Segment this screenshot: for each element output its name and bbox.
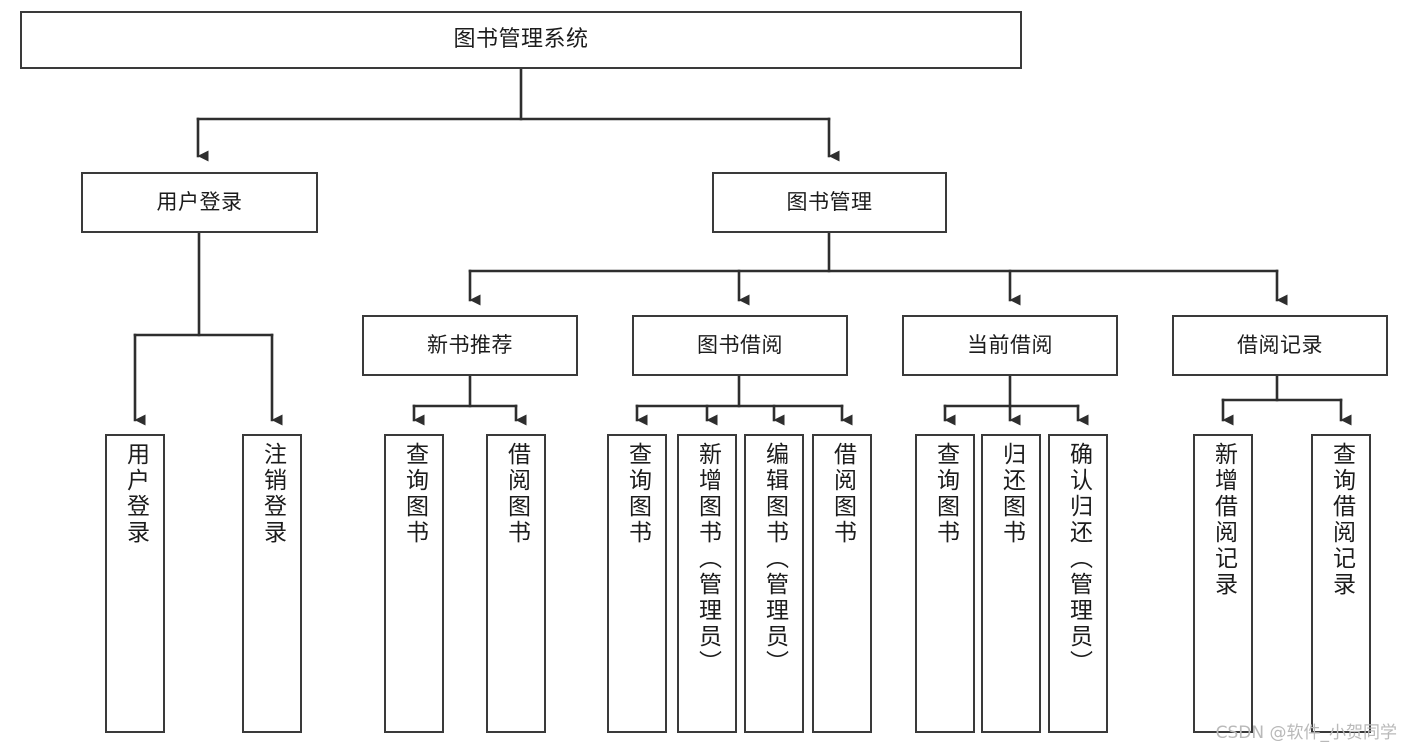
node-leaf-query-record-label: 查询借阅记录 bbox=[1328, 442, 1355, 598]
node-leaf-add-record[interactable]: 新增借阅记录 bbox=[1193, 434, 1253, 733]
node-leaf-add-book[interactable]: 新增图书（管理员） bbox=[677, 434, 737, 733]
node-leaf-query-book-2-label: 查询图书 bbox=[624, 442, 651, 546]
node-root[interactable]: 图书管理系统 bbox=[20, 11, 1022, 69]
node-book-management[interactable]: 图书管理 bbox=[712, 172, 947, 233]
node-book-management-label: 图书管理 bbox=[786, 190, 873, 215]
node-root-label: 图书管理系统 bbox=[453, 27, 589, 53]
node-leaf-borrow-book-1[interactable]: 借阅图书 bbox=[486, 434, 546, 733]
node-leaf-query-book-1-label: 查询图书 bbox=[401, 442, 428, 546]
node-leaf-query-book-2[interactable]: 查询图书 bbox=[607, 434, 667, 733]
node-leaf-query-book-1[interactable]: 查询图书 bbox=[384, 434, 444, 733]
watermark-text: CSDN @软件_小贺同学 bbox=[1215, 723, 1397, 743]
node-leaf-user-login[interactable]: 用户登录 bbox=[105, 434, 165, 733]
node-book-borrow[interactable]: 图书借阅 bbox=[632, 315, 848, 376]
node-leaf-edit-book[interactable]: 编辑图书（管理员） bbox=[744, 434, 804, 733]
node-leaf-borrow-book-1-label: 借阅图书 bbox=[503, 442, 530, 546]
node-leaf-borrow-book-2-label: 借阅图书 bbox=[829, 442, 856, 546]
node-leaf-return-book[interactable]: 归还图书 bbox=[981, 434, 1041, 733]
node-leaf-confirm-return[interactable]: 确认归还（管理员） bbox=[1048, 434, 1108, 733]
node-user-login[interactable]: 用户登录 bbox=[81, 172, 318, 233]
node-leaf-return-book-label: 归还图书 bbox=[998, 442, 1025, 546]
node-leaf-borrow-book-2[interactable]: 借阅图书 bbox=[812, 434, 872, 733]
node-borrow-record[interactable]: 借阅记录 bbox=[1172, 315, 1388, 376]
node-current-borrow[interactable]: 当前借阅 bbox=[902, 315, 1118, 376]
node-leaf-edit-book-label: 编辑图书（管理员） bbox=[761, 442, 788, 676]
node-leaf-confirm-return-label: 确认归还（管理员） bbox=[1065, 442, 1092, 676]
node-book-borrow-label: 图书借阅 bbox=[697, 333, 783, 358]
node-leaf-user-login-label: 用户登录 bbox=[122, 442, 149, 546]
node-leaf-query-book-3-label: 查询图书 bbox=[932, 442, 959, 546]
node-user-login-label: 用户登录 bbox=[156, 190, 243, 215]
node-leaf-query-book-3[interactable]: 查询图书 bbox=[915, 434, 975, 733]
node-new-book-recommend[interactable]: 新书推荐 bbox=[362, 315, 578, 376]
node-borrow-record-label: 借阅记录 bbox=[1237, 333, 1323, 358]
node-leaf-logout-login-label: 注销登录 bbox=[259, 442, 286, 546]
node-leaf-logout-login[interactable]: 注销登录 bbox=[242, 434, 302, 733]
node-leaf-add-book-label: 新增图书（管理员） bbox=[694, 442, 721, 676]
node-leaf-query-record[interactable]: 查询借阅记录 bbox=[1311, 434, 1371, 733]
node-current-borrow-label: 当前借阅 bbox=[967, 333, 1053, 358]
node-new-book-recommend-label: 新书推荐 bbox=[427, 333, 513, 358]
node-leaf-add-record-label: 新增借阅记录 bbox=[1210, 442, 1237, 598]
